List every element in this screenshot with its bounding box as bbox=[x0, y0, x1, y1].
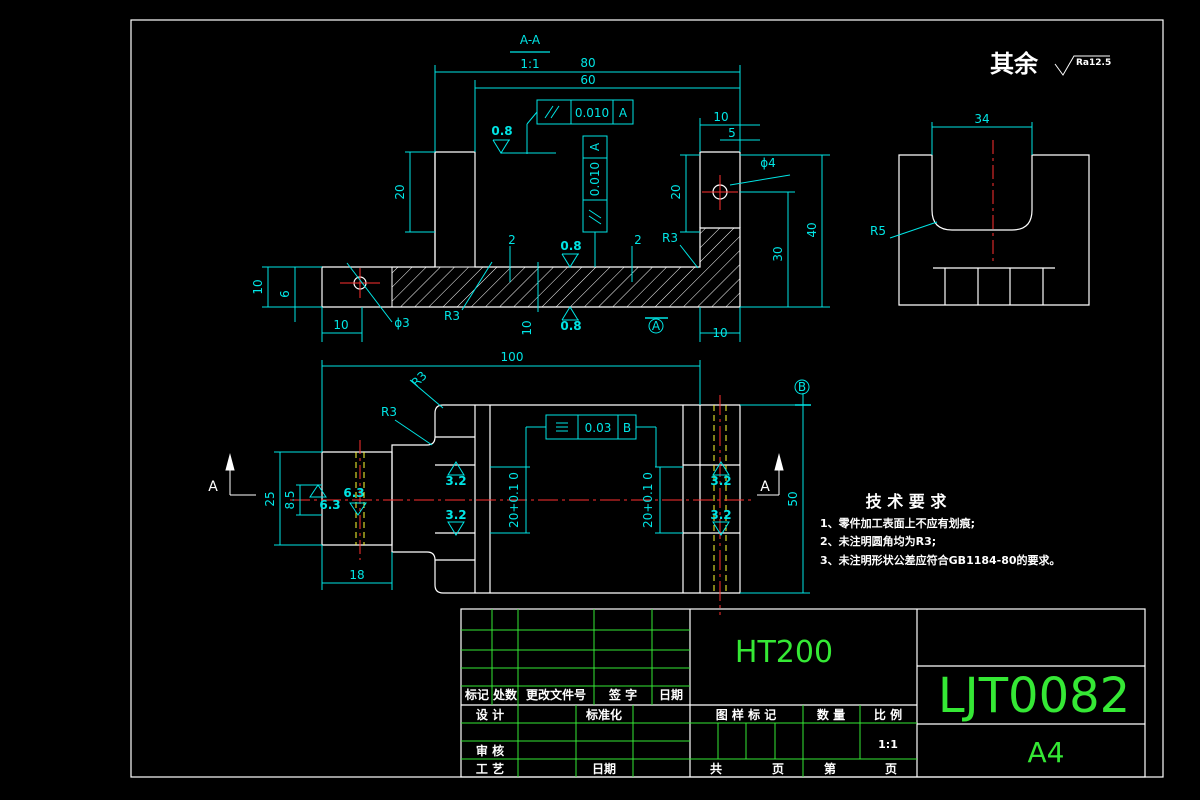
dim-2-left: 2 bbox=[508, 233, 516, 247]
section-marker-left: A bbox=[208, 479, 218, 495]
datum-b: B bbox=[798, 380, 806, 394]
side-view bbox=[898, 154, 1090, 306]
drawing-number: LJT0082 bbox=[938, 668, 1130, 724]
roughness-6-3-a: 6.3 bbox=[343, 486, 364, 500]
tech-title: 技 术 要 求 bbox=[866, 492, 948, 511]
tech-item-1: 1、零件加工表面上不应有划痕; bbox=[820, 516, 975, 530]
title-block: HT200 LJT0082 A4 标记 处数 更改文件号 签 字 日期 设 计 … bbox=[460, 608, 1146, 778]
total-label: 共 bbox=[710, 761, 722, 776]
dim-40: 40 bbox=[805, 222, 819, 237]
dim-10-top: 10 bbox=[713, 110, 728, 124]
standardize-label: 标准化 bbox=[585, 707, 622, 722]
roughness-0-8-c: 0.8 bbox=[560, 319, 581, 333]
top-view: B 100 R3 R3 25 8.5 18 50 20+0.1 0 20+0.1… bbox=[208, 350, 811, 615]
dim-phi4: ϕ4 bbox=[760, 156, 776, 170]
dim-60: 60 bbox=[580, 73, 595, 87]
dim-34: 34 bbox=[974, 112, 989, 126]
roughness-3-2-a: 3.2 bbox=[445, 474, 466, 488]
outer-border bbox=[130, 19, 1164, 778]
rev-header-sign: 签 字 bbox=[608, 687, 637, 702]
scale-label: 比 例 bbox=[874, 707, 902, 722]
roughness-6-3-b: 6.3 bbox=[319, 498, 340, 512]
dim-10-height: 10 bbox=[251, 279, 265, 294]
dim-r3-left: R3 bbox=[444, 309, 460, 323]
dim-r3-left-notch: R3 bbox=[381, 405, 397, 419]
rev-header-doc: 更改文件号 bbox=[526, 687, 586, 702]
tolerance-top-value: 0.010 bbox=[575, 106, 609, 120]
dim-20-right: 20 bbox=[669, 184, 683, 199]
dim-10-right: 10 bbox=[712, 326, 727, 340]
check-label: 审 核 bbox=[476, 743, 504, 758]
rev-header-date: 日期 bbox=[659, 687, 683, 702]
dim-30: 30 bbox=[771, 246, 785, 261]
dim-6: 6 bbox=[278, 290, 292, 298]
stage-label: 图 样 标 记 bbox=[716, 707, 777, 722]
roughness-3-2-c: 3.2 bbox=[710, 474, 731, 488]
quantity-label: 数 量 bbox=[817, 707, 845, 722]
date-label: 日期 bbox=[592, 761, 616, 776]
dim-20-left: 20 bbox=[393, 184, 407, 199]
tech-requirements: 技 术 要 求 1、零件加工表面上不应有划痕; 2、未注明圆角均为R3; 3、未… bbox=[820, 492, 1061, 567]
roughness-note-value: Ra12.5 bbox=[1076, 58, 1111, 68]
page-label: 第 bbox=[824, 761, 836, 776]
tolerance-top-datum: A bbox=[619, 106, 628, 120]
tolerance-vert-value: 0.010 bbox=[588, 162, 602, 196]
dim-phi3: ϕ3 bbox=[394, 316, 410, 330]
design-label: 设 计 bbox=[476, 707, 504, 722]
section-scale: 1:1 bbox=[520, 57, 539, 71]
roughness-0-8-b: 0.8 bbox=[560, 239, 581, 253]
section-marker-right: A bbox=[760, 479, 770, 495]
material: HT200 bbox=[735, 635, 833, 670]
scale-value: 1:1 bbox=[878, 738, 898, 751]
roughness-3-2-b: 3.2 bbox=[445, 508, 466, 522]
dim-10-bottom: 10 bbox=[520, 320, 534, 335]
process-label: 工 艺 bbox=[476, 761, 504, 776]
dim-r3-inner: R3 bbox=[662, 231, 678, 245]
page-unit-label: 页 bbox=[885, 762, 897, 776]
dim-25: 25 bbox=[263, 491, 277, 506]
tolerance-sym-value: 0.03 bbox=[585, 421, 612, 435]
sheet-size: A4 bbox=[1028, 736, 1065, 769]
dim-80: 80 bbox=[580, 56, 595, 70]
dim-2-right: 2 bbox=[634, 233, 642, 247]
dim-50: 50 bbox=[786, 491, 800, 506]
dim-18: 18 bbox=[349, 568, 364, 582]
rev-header-count: 处数 bbox=[492, 687, 518, 702]
dim-8-5: 8.5 bbox=[283, 490, 297, 509]
tolerance-sym-datum: B bbox=[623, 421, 631, 435]
section-view-a-a: A-A 1:1 bbox=[251, 33, 830, 342]
dim-r3-top-corner: R3 bbox=[409, 369, 430, 390]
section-label: A-A bbox=[520, 33, 541, 47]
roughness-note-prefix: 其余 bbox=[990, 49, 1039, 78]
roughness-3-2-d: 3.2 bbox=[710, 508, 731, 522]
roughness-0-8-a: 0.8 bbox=[491, 124, 512, 138]
dim-10-left: 10 bbox=[333, 318, 348, 332]
sheets-label: 页 bbox=[772, 762, 784, 776]
rev-header-mark: 标记 bbox=[464, 687, 489, 702]
dim-20-tol-right: 20+0.1 0 bbox=[641, 472, 655, 528]
tolerance-vert-datum: A bbox=[588, 142, 602, 151]
tech-item-2: 2、未注明圆角均为R3; bbox=[820, 534, 936, 548]
dim-100: 100 bbox=[501, 350, 524, 364]
dim-5: 5 bbox=[728, 126, 736, 140]
dim-20-tol-left: 20+0.1 0 bbox=[507, 472, 521, 528]
datum-a: A bbox=[652, 319, 661, 333]
dim-r5: R5 bbox=[870, 224, 886, 238]
tech-item-3: 3、未注明形状公差应符合GB1184-80的要求。 bbox=[820, 553, 1061, 567]
